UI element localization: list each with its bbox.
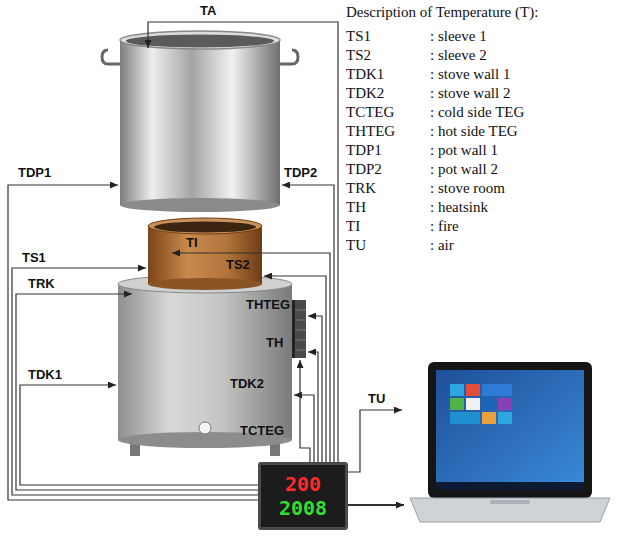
display-reading: 200	[285, 472, 321, 496]
sensor-label: TS2	[226, 258, 250, 272]
legend-description: : heatsink	[430, 199, 488, 216]
temperature-controller: 2002008	[258, 462, 348, 530]
legend-code: TDK1	[346, 66, 384, 83]
legend-code: TCTEG	[346, 104, 394, 121]
legend-code: TI	[346, 218, 360, 235]
legend-description: : sleeve 2	[430, 47, 487, 64]
sensor-label: TDK1	[28, 368, 62, 382]
sensor-label: TDK2	[230, 377, 264, 391]
legend-description: : air	[430, 237, 454, 254]
sensor-label: TRK	[28, 277, 55, 291]
legend-description: : stove wall 2	[430, 85, 510, 102]
sensor-label: THTEG	[246, 298, 290, 312]
legend-heading: Description of Temperature (T):	[346, 4, 538, 21]
sensor-label: TDP2	[284, 166, 317, 180]
legend-description: : stove wall 1	[430, 66, 510, 83]
legend-code: TS2	[346, 47, 371, 64]
display-reading: 2008	[279, 496, 327, 520]
laptop	[410, 362, 610, 522]
sensor-label: TA	[200, 4, 216, 18]
legend-code: TDP2	[346, 161, 382, 178]
legend-code: THTEG	[346, 123, 395, 140]
legend-code: TU	[346, 237, 366, 254]
legend-description: : pot wall 2	[430, 161, 498, 178]
sensor-label: TH	[266, 336, 283, 350]
legend-description: : pot wall 1	[430, 142, 498, 159]
legend-code: TDK2	[346, 85, 384, 102]
legend-description: : cold side TEG	[430, 104, 524, 121]
sensor-label: TI	[186, 236, 198, 250]
legend-description: : sleeve 1	[430, 28, 487, 45]
legend-code: TRK	[346, 180, 376, 197]
legend-description: : hot side TEG	[430, 123, 518, 140]
legend-code: TDP1	[346, 142, 382, 159]
pot	[102, 31, 298, 212]
sensor-wires	[8, 22, 404, 505]
legend-description: : fire	[430, 218, 459, 235]
sensor-label: TU	[368, 392, 385, 406]
stove	[118, 218, 306, 456]
sensor-label: TS1	[22, 251, 46, 265]
legend-description: : stove room	[430, 180, 505, 197]
legend-code: TH	[346, 199, 366, 216]
sensor-label: TDP1	[18, 166, 51, 180]
sensor-label: TCTEG	[240, 424, 284, 438]
legend-code: TS1	[346, 28, 371, 45]
